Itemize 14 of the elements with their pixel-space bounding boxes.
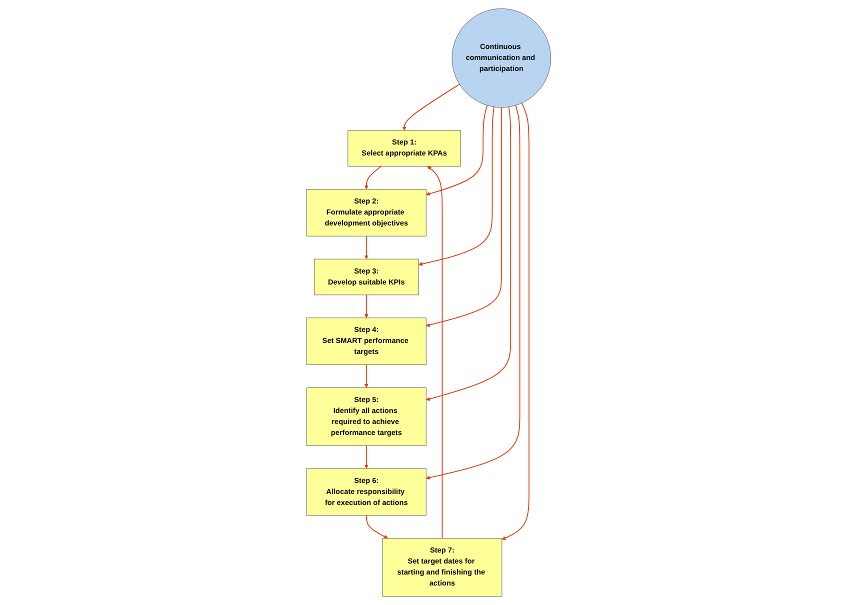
arrow (426, 106, 511, 401)
arrow (426, 107, 502, 327)
arrow (364, 445, 368, 469)
arrow (366, 514, 388, 539)
arrow (364, 166, 382, 190)
arrow (418, 106, 494, 266)
arrow (364, 364, 368, 388)
arrow (402, 84, 460, 131)
arrow (364, 294, 368, 318)
arrow (364, 236, 368, 260)
arrow (426, 166, 442, 539)
arrow (502, 102, 530, 540)
arrow (426, 104, 488, 196)
arrow (426, 104, 520, 480)
